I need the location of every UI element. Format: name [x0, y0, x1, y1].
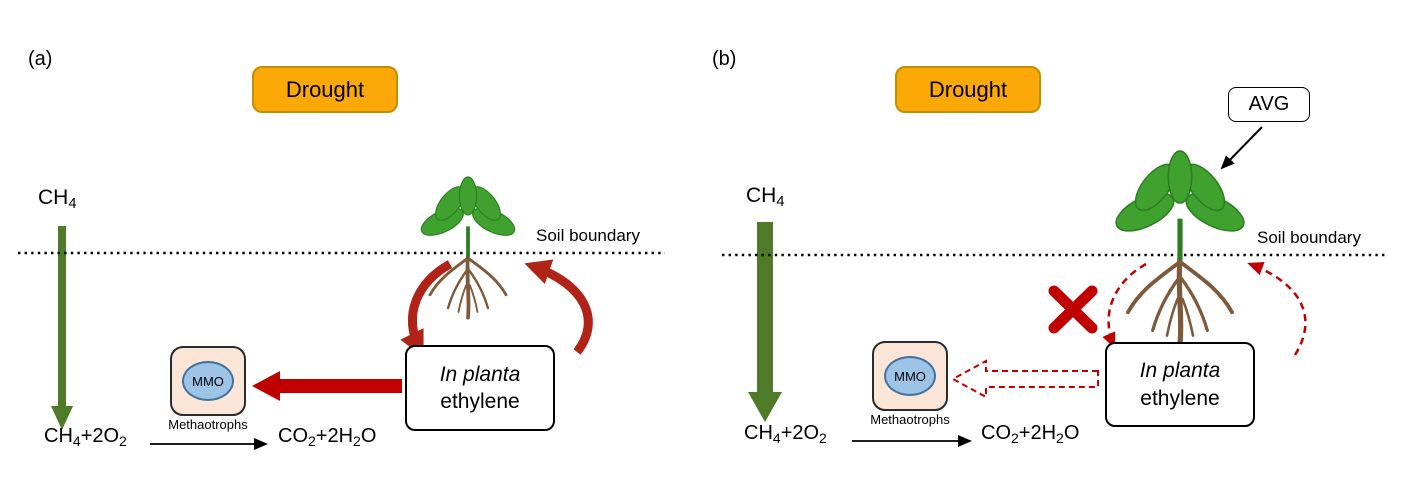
in-planta-ethylene-box-b: In planta ethylene: [1105, 342, 1255, 427]
chem-base: CO: [981, 422, 1011, 444]
box-to-root-dashed-arrow: [1247, 262, 1307, 356]
chem-sub: 4: [72, 432, 81, 449]
reaction-product-label-b: CO2+2H2O: [981, 422, 1079, 445]
root-to-box-curved-arrow: [400, 260, 453, 358]
chem-base: CH: [746, 184, 777, 207]
plant-icon: [1111, 151, 1250, 343]
in-planta-ethylene-box-a: In planta ethylene: [405, 345, 555, 431]
chem-sub: 2: [1056, 429, 1064, 446]
panel-b-artwork: [722, 126, 1388, 447]
chem-base: +2O: [780, 422, 820, 444]
blocked-inhibition-arrow-dashed: [950, 359, 1099, 399]
mmo-enzyme-ellipse: MMO: [182, 361, 234, 401]
avg-treatment-box: AVG: [1228, 87, 1310, 122]
ethylene-inhibition-arrow: [252, 371, 402, 401]
ethylene-box-line1: In planta: [439, 362, 521, 386]
ethylene-box-line2: ethylene: [1140, 386, 1220, 410]
chem-sub: 4: [772, 429, 781, 446]
methane-flux-arrow-large: [748, 222, 782, 422]
chem-base: +2H: [1018, 422, 1057, 444]
ch4-label-b: CH4: [746, 184, 785, 211]
chem-base: +2O: [80, 425, 120, 447]
chem-base: +2H: [315, 425, 354, 447]
chem-base: CH: [38, 186, 69, 209]
methane-flux-arrow: [51, 226, 73, 430]
chem-base: CH: [744, 422, 773, 444]
blocked-x-icon: [1048, 285, 1098, 334]
panel-a-label: (a): [28, 48, 53, 70]
avg-pointer-arrow: [1220, 126, 1263, 170]
chem-base: CH: [44, 425, 73, 447]
ethylene-box-line2: ethylene: [440, 390, 520, 413]
chem-base: O: [1063, 422, 1080, 444]
soil-boundary-label-b: Soil boundary: [1257, 228, 1361, 247]
plant-icon: [415, 175, 521, 320]
root-to-box-dashed-arrow: [1102, 262, 1147, 349]
reaction-substrate-label-a: CH4+2O2: [44, 425, 127, 448]
drought-badge-b: Drought: [895, 66, 1041, 113]
methanotroph-cell-box-b: MMO: [872, 341, 948, 411]
chem-sub: 2: [819, 429, 827, 446]
panel-b-label: (b): [712, 48, 737, 70]
chem-sub: 2: [308, 432, 316, 449]
mmo-enzyme-ellipse: MMO: [884, 356, 936, 396]
methanotroph-cell-box-a: MMO: [170, 346, 246, 416]
soil-boundary-label-a: Soil boundary: [536, 226, 640, 245]
ch4-label-a: CH4: [38, 186, 77, 213]
methanotrophs-label-a: Methaotrophs: [168, 417, 248, 432]
box-to-root-curved-arrow: [524, 259, 593, 355]
ethylene-box-line1: In planta: [1139, 359, 1221, 383]
reaction-product-label-a: CO2+2H2O: [278, 425, 376, 448]
drought-badge-a: Drought: [252, 66, 398, 113]
chem-base: CO: [278, 425, 308, 447]
chem-sub: 4: [776, 194, 785, 211]
chem-sub: 2: [1011, 429, 1019, 446]
reaction-substrate-label-b: CH4+2O2: [744, 422, 827, 445]
panel-a-artwork: [18, 175, 665, 450]
chem-sub: 2: [119, 432, 127, 449]
chem-sub: 2: [353, 432, 361, 449]
chem-sub: 4: [68, 196, 77, 213]
methanotrophs-label-b: Methaotrophs: [870, 412, 950, 427]
chem-base: O: [360, 425, 377, 447]
